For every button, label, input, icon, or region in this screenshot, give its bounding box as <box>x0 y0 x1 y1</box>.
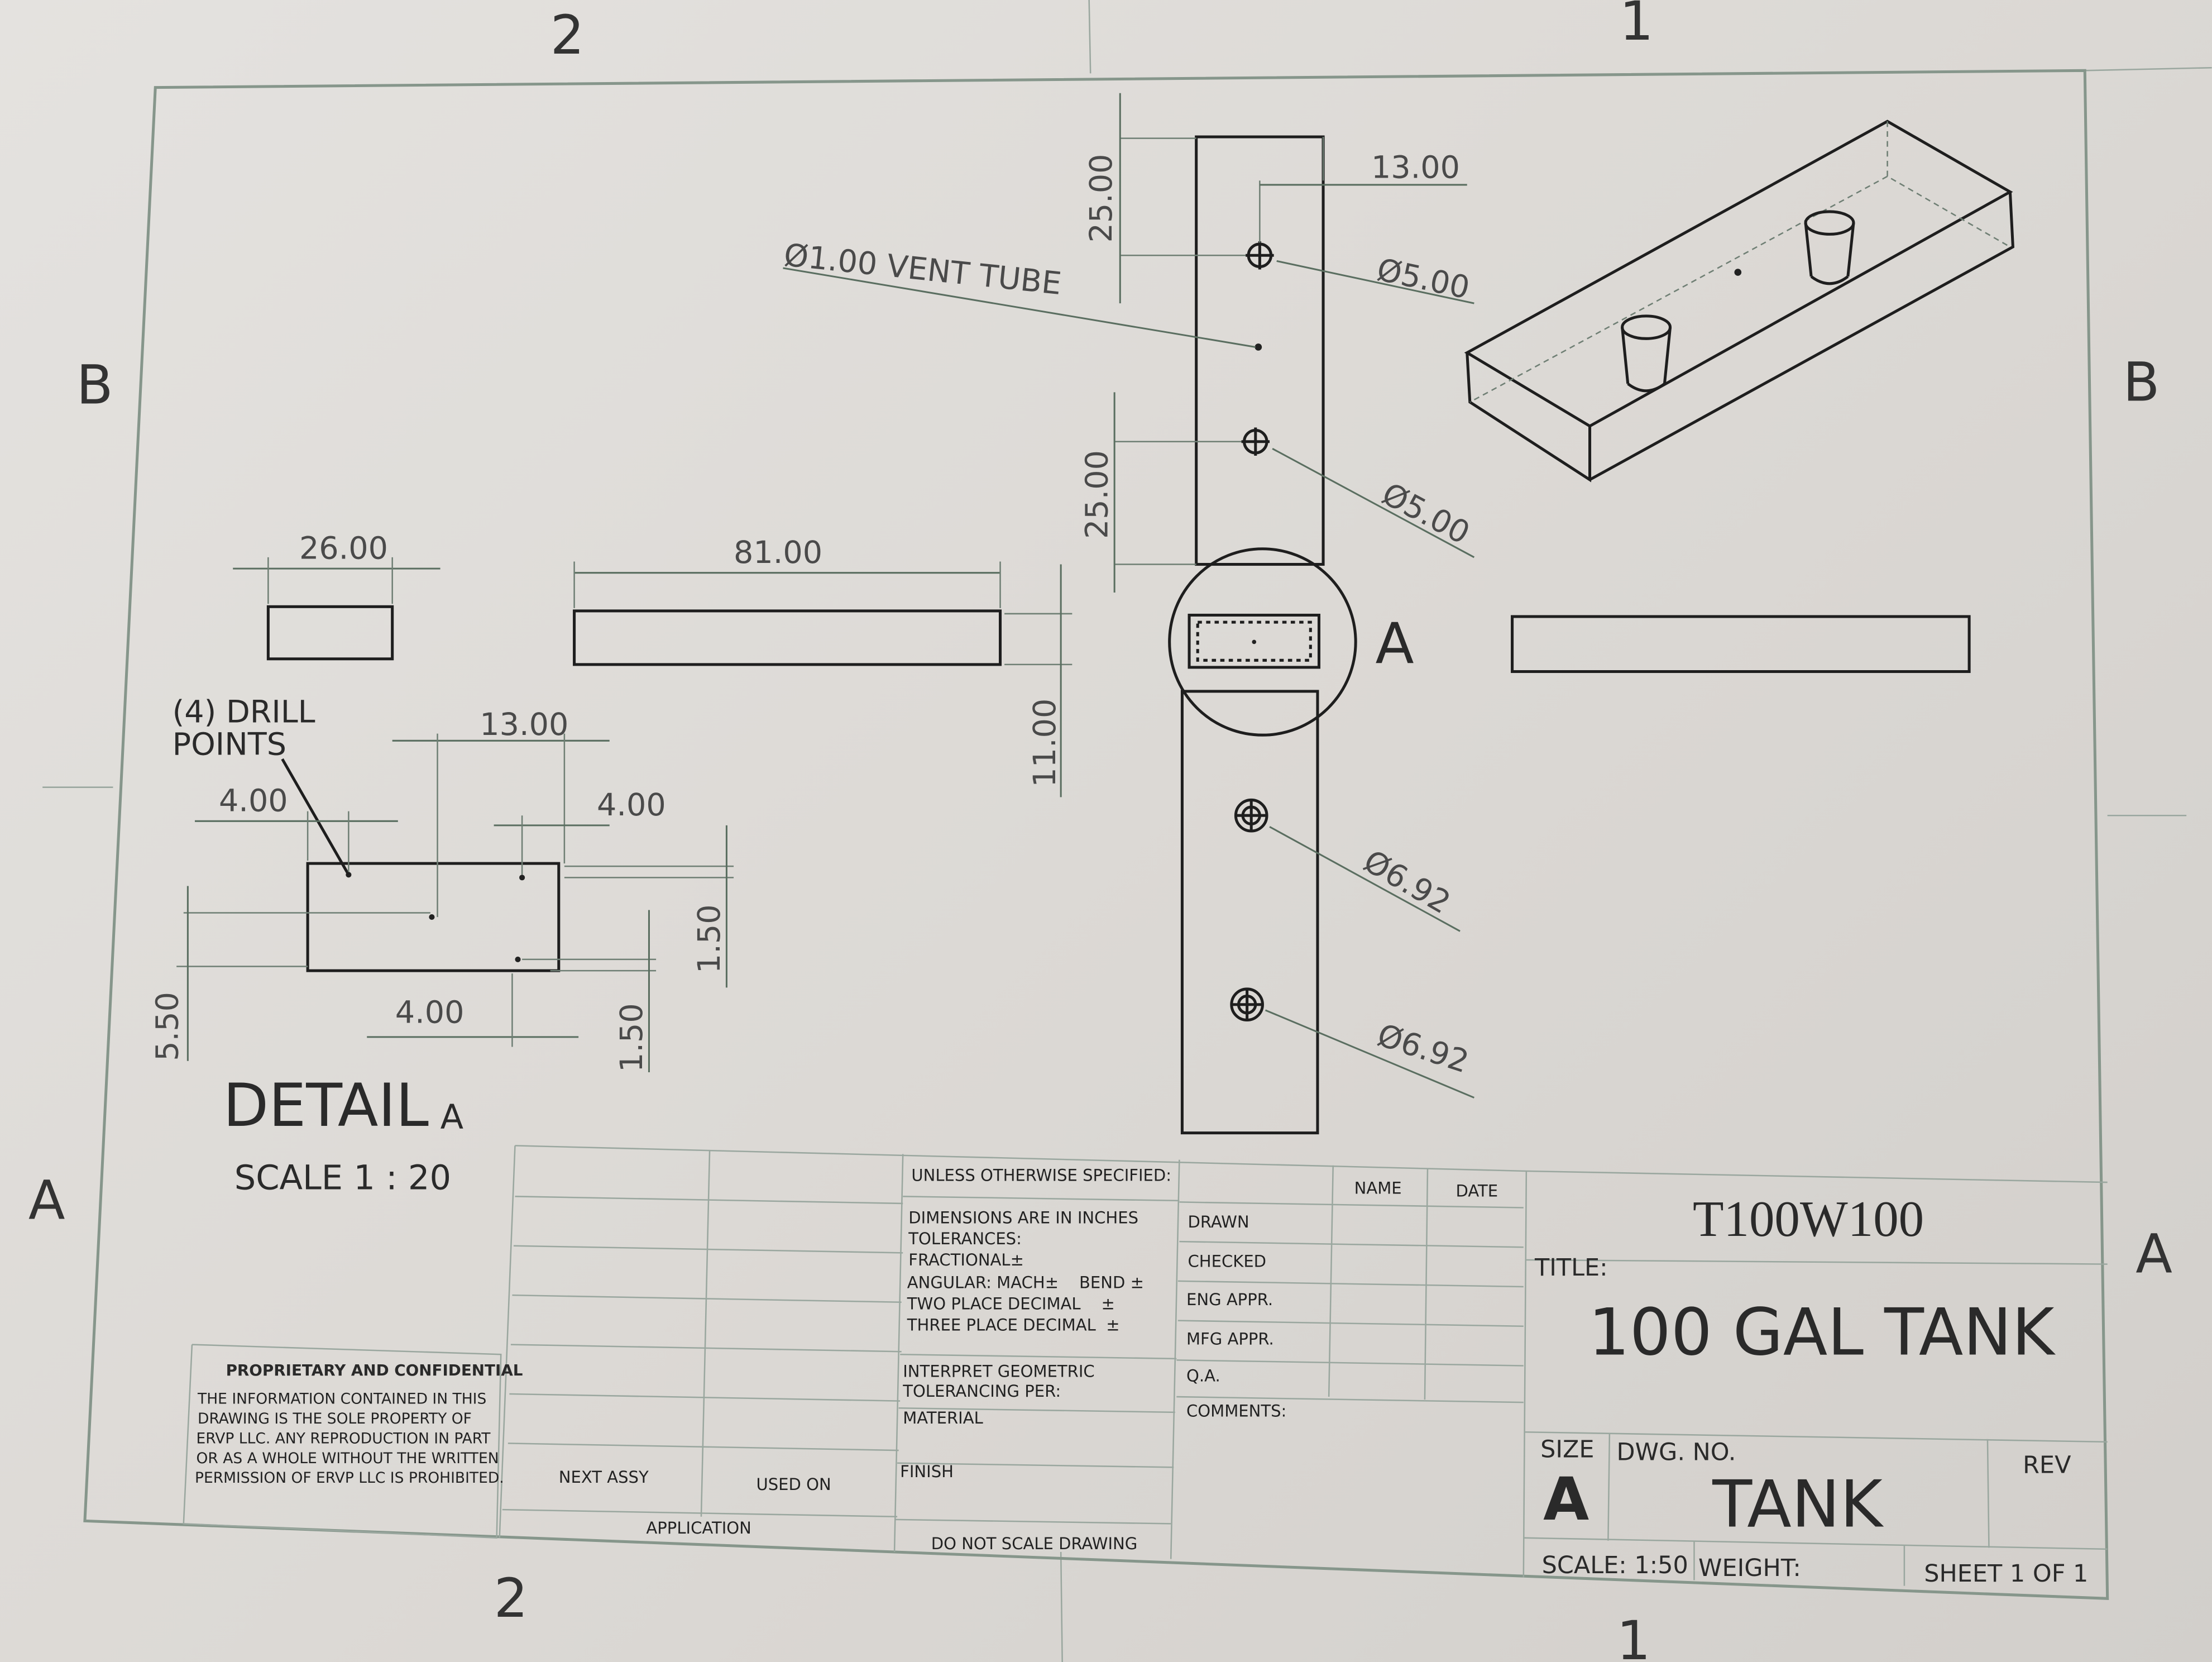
isometric-view <box>1464 120 2015 483</box>
name-header: NAME <box>1354 1178 1402 1197</box>
zone-ticks <box>42 0 2212 1662</box>
next-assy-label: NEXT ASSY <box>559 1468 649 1487</box>
date-header: DATE <box>1456 1181 1498 1200</box>
application-label: APPLICATION <box>646 1518 751 1537</box>
finish-label: FINISH <box>900 1462 954 1481</box>
zone-label: 1 <box>1620 0 1654 52</box>
size-value: A <box>1543 1465 1589 1534</box>
material-label: MATERIAL <box>903 1408 983 1427</box>
tolerance-line: DIMENSIONS ARE IN INCHES <box>908 1208 1138 1227</box>
detail-a-view <box>176 733 734 1072</box>
detail-title-letter: A <box>441 1098 463 1137</box>
detail-a-callout-circle <box>1168 547 1357 737</box>
do-not-scale-label: DO NOT SCALE DRAWING <box>931 1534 1138 1553</box>
dim-hole-2: Ø5.00 <box>1376 476 1476 552</box>
detail-dim-1-50-bottom: 1.50 <box>614 1003 650 1072</box>
tolerance-line: TOLERANCES: <box>908 1229 1022 1248</box>
sheet-number: SHEET 1 OF 1 <box>1924 1560 2088 1588</box>
proprietary-line: ERVP LLC. ANY REPRODUCTION IN PART <box>197 1430 491 1447</box>
zone-label: A <box>28 1169 65 1232</box>
dim-hole-4: Ø6.92 <box>1373 1017 1473 1081</box>
dim-top-width: 13.00 <box>1371 149 1460 185</box>
drill-points-label: POINTS <box>173 727 286 763</box>
row-eng-appr: ENG APPR. <box>1186 1290 1273 1309</box>
detail-dim-4-bottom: 4.00 <box>395 995 465 1031</box>
side-views <box>233 557 1971 797</box>
weight-label: WEIGHT: <box>1698 1554 1801 1582</box>
proprietary-heading: PROPRIETARY AND CONFIDENTIAL <box>226 1361 523 1379</box>
company-code: T100W100 <box>1693 1191 1924 1247</box>
zone-label: 2 <box>550 4 585 66</box>
detail-dim-4-left: 4.00 <box>219 783 288 819</box>
dim-top-vertical: 25.00 <box>1083 154 1119 242</box>
dwg-no-label: DWG. NO. <box>1617 1439 1736 1467</box>
proprietary-line: DRAWING IS THE SOLE PROPERTY OF <box>198 1410 472 1427</box>
dim-side-width: 26.00 <box>299 530 388 566</box>
rev-label: REV <box>2023 1451 2071 1479</box>
unless-specified-label: UNLESS OTHERWISE SPECIFIED: <box>911 1166 1171 1185</box>
scale-value: SCALE: 1:50 <box>1542 1551 1688 1579</box>
row-drawn: DRAWN <box>1188 1212 1249 1231</box>
zone-label: 1 <box>1617 1610 1651 1662</box>
zone-label: A <box>2136 1223 2172 1286</box>
size-label: SIZE <box>1540 1436 1594 1464</box>
proprietary-line: OR AS A WHOLE WITHOUT THE WRITTEN <box>197 1450 499 1467</box>
zone-label: 2 <box>494 1567 528 1630</box>
tolerance-line: THREE PLACE DECIMAL ± <box>907 1315 1120 1334</box>
top-view <box>783 93 1475 593</box>
interpret-label: TOLERANCING PER: <box>902 1382 1061 1401</box>
detail-callout-letter: A <box>1376 610 1414 676</box>
drawing-border <box>83 69 2109 1600</box>
detail-title: DETAIL <box>223 1072 429 1140</box>
bottom-view <box>1180 690 1474 1135</box>
detail-dim-13: 13.00 <box>480 706 568 743</box>
dim-hole-3: Ø6.92 <box>1357 843 1457 921</box>
tolerance-line: TWO PLACE DECIMAL ± <box>907 1294 1115 1313</box>
proprietary-line: PERMISSION OF ERVP LLC IS PROHIBITED. <box>195 1469 504 1487</box>
dim-hole-1: Ø5.00 <box>1374 251 1473 306</box>
zone-label: B <box>2123 351 2160 413</box>
dim-mid-vertical: 25.00 <box>1079 450 1115 539</box>
vent-tube-label: Ø1.00 VENT TUBE <box>782 237 1063 302</box>
row-mfg-appr: MFG APPR. <box>1186 1330 1274 1349</box>
row-checked: CHECKED <box>1188 1252 1267 1271</box>
dim-height: 11.00 <box>1027 699 1063 787</box>
dim-front-length: 81.00 <box>734 534 822 571</box>
detail-scale: SCALE 1 : 20 <box>234 1159 451 1198</box>
drill-points-label: (4) DRILL <box>173 694 315 730</box>
used-on-label: USED ON <box>756 1475 831 1494</box>
row-qa: Q.A. <box>1186 1366 1220 1385</box>
drawing-title: 100 GAL TANK <box>1588 1295 2056 1370</box>
zone-label: B <box>76 354 113 417</box>
title-block-grid <box>183 1145 2108 1586</box>
detail-dim-1-50-right: 1.50 <box>691 904 727 973</box>
title-label: TITLE: <box>1534 1254 1608 1282</box>
dwg-no-value: TANK <box>1712 1467 1884 1542</box>
comments-label: COMMENTS: <box>1186 1401 1286 1420</box>
detail-dim-5-50: 5.50 <box>150 992 186 1061</box>
proprietary-line: THE INFORMATION CONTAINED IN THIS <box>197 1391 486 1408</box>
tolerance-line: ANGULAR: MACH± BEND ± <box>907 1273 1144 1292</box>
tolerance-line: FRACTIONAL± <box>908 1250 1024 1269</box>
interpret-label: INTERPRET GEOMETRIC <box>903 1362 1095 1381</box>
detail-dim-4-right: 4.00 <box>597 787 666 823</box>
